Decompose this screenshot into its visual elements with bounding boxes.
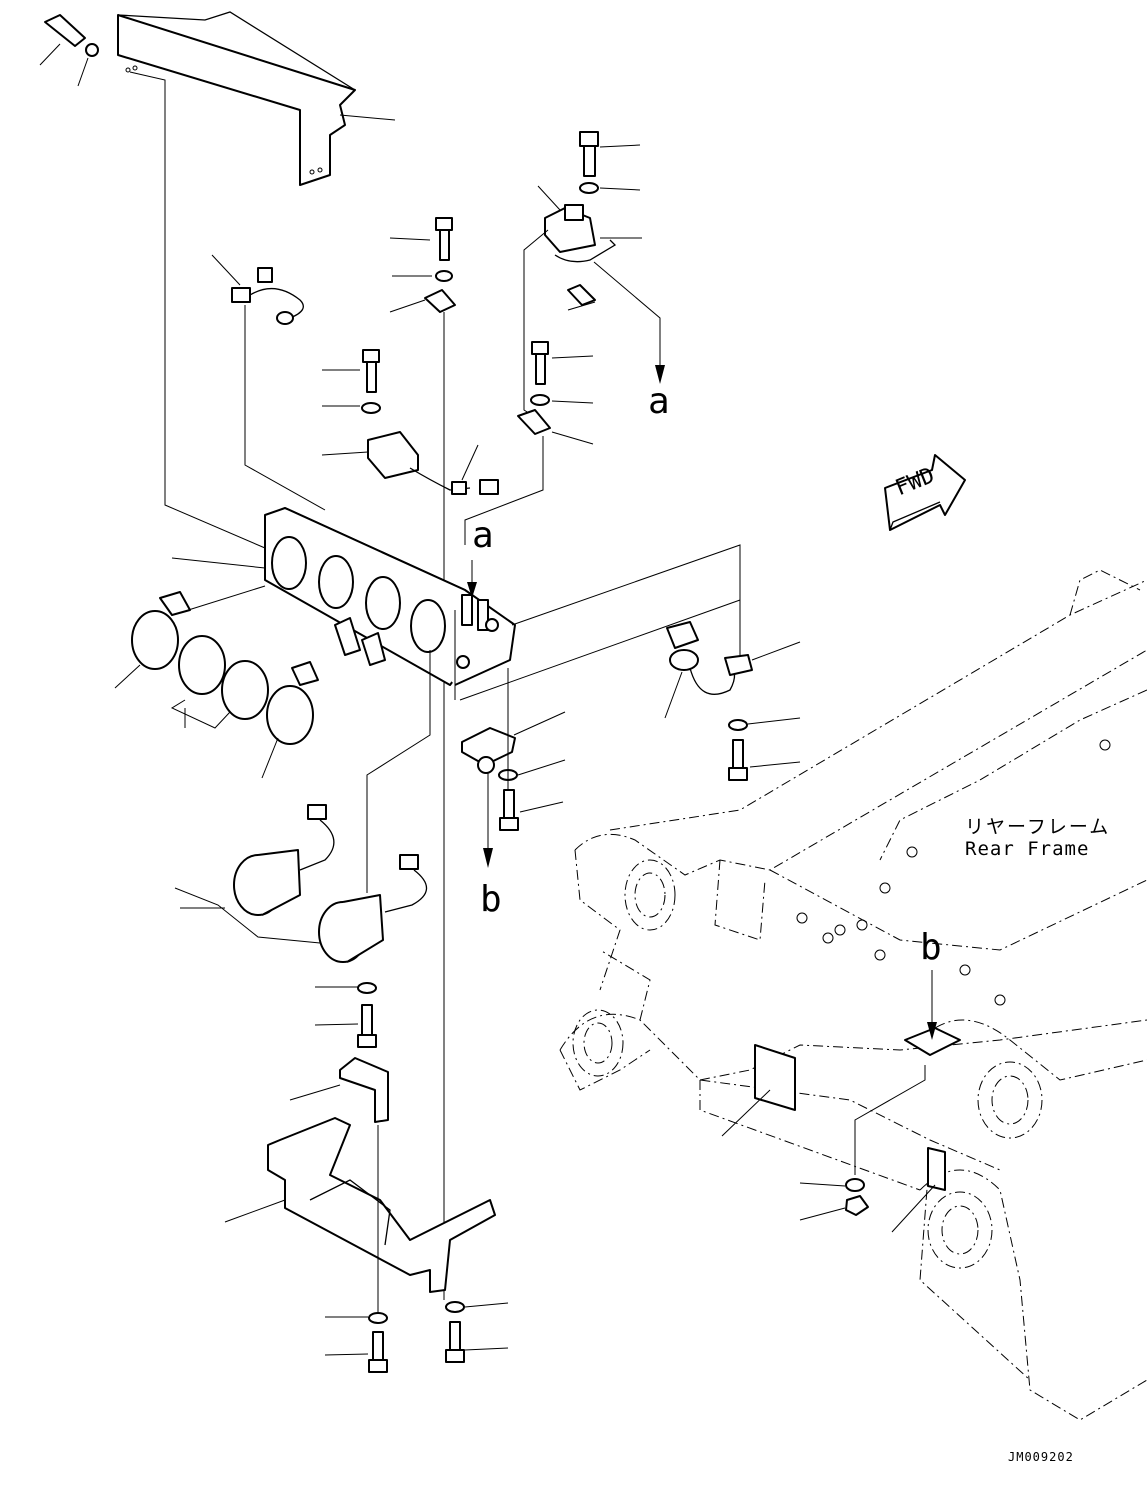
bolt-washer-stack-lower bbox=[314, 982, 377, 1048]
rear-frame-outline bbox=[559, 569, 1147, 1421]
frame-leaders bbox=[721, 970, 937, 1233]
flasher-unit bbox=[321, 431, 499, 495]
rear-frame-label-jp: リヤーフレーム bbox=[965, 816, 1111, 838]
relay-switch-top bbox=[523, 131, 665, 421]
bolt-washer-stack-bottom bbox=[324, 1125, 509, 1373]
callout-b-right: b bbox=[920, 927, 942, 968]
sensor-b bbox=[461, 668, 566, 868]
gauge-meters bbox=[114, 591, 319, 779]
frame-mounting-holes bbox=[796, 739, 1111, 1006]
drawing-code: JM009202 bbox=[1008, 1450, 1074, 1464]
lower-mounting-frame bbox=[224, 1117, 496, 1293]
callout-a-lower: a bbox=[472, 515, 494, 556]
bolt-washer-stack-center bbox=[389, 217, 456, 1300]
leader-lines-top bbox=[39, 43, 396, 549]
bolt-washer-stack-right bbox=[464, 341, 594, 545]
callout-a-upper: a bbox=[648, 381, 670, 422]
lamp-units bbox=[174, 650, 431, 963]
bolt-washer-stack-left bbox=[322, 349, 381, 414]
socket-right bbox=[664, 621, 801, 781]
rear-frame-label-en: Rear Frame bbox=[965, 838, 1090, 860]
wire-harness-small bbox=[211, 254, 326, 511]
top-cover-bracket bbox=[117, 11, 356, 186]
gauge-panel bbox=[171, 507, 741, 701]
top-bolt bbox=[44, 14, 99, 57]
fwd-arrow-symbol bbox=[884, 454, 966, 531]
lower-bracket-small bbox=[289, 1057, 389, 1123]
callout-b-left: b bbox=[480, 879, 502, 920]
